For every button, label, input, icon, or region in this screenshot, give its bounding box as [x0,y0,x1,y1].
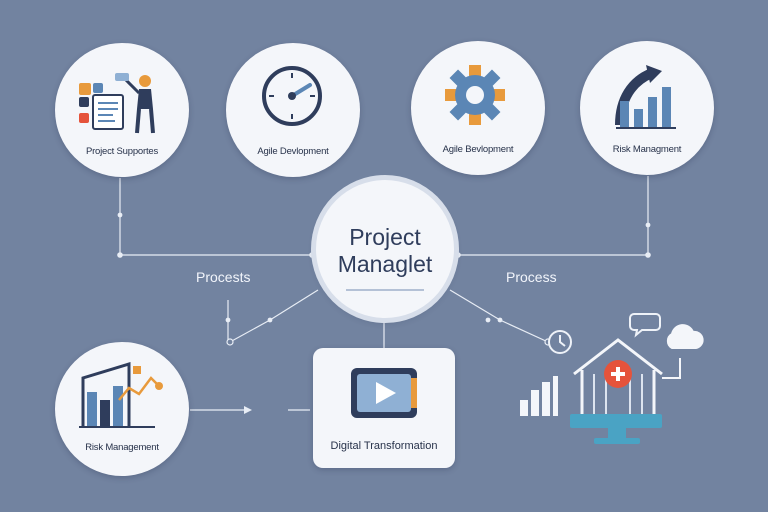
center-hub: Project Managlet [316,180,454,318]
building-chart-icon [79,361,163,428]
flow-label-right: Process [506,269,557,285]
flow-label-left: Procests [196,269,251,285]
center-title: Project Managlet [337,224,433,277]
center-divider [346,289,424,291]
card-label: Digital Transformation [330,440,438,452]
node-label: Project Supportes [85,146,159,157]
clock-icon [548,330,572,354]
bar-chart-icon [520,376,558,416]
chat-bubble-icon [629,313,661,338]
video-play-icon [351,368,417,418]
workspace-person-icon [79,73,155,134]
gear-icon [445,65,505,125]
node-label: Risk Management [85,442,159,453]
node-risk-managment: Risk Managment [580,41,714,175]
node-label: Risk Managment [612,144,682,155]
bar-chart-arrow-icon [615,65,676,129]
node-label: Agile Devlopment [257,146,329,157]
node-agile-devlopment: Agile Devlopment [226,43,360,177]
node-project-supportes: Project Supportes [55,43,189,177]
node-agile-bevlopment: Agile Bevlopment [411,41,545,175]
node-risk-management: Risk Management [55,342,189,476]
digital-transformation-card: Digital Transformation [313,348,455,468]
cloud-icon [666,324,704,349]
house-medical-icon [570,338,681,444]
clock-gauge-icon [262,66,322,126]
node-label: Agile Bevlopment [442,144,514,155]
